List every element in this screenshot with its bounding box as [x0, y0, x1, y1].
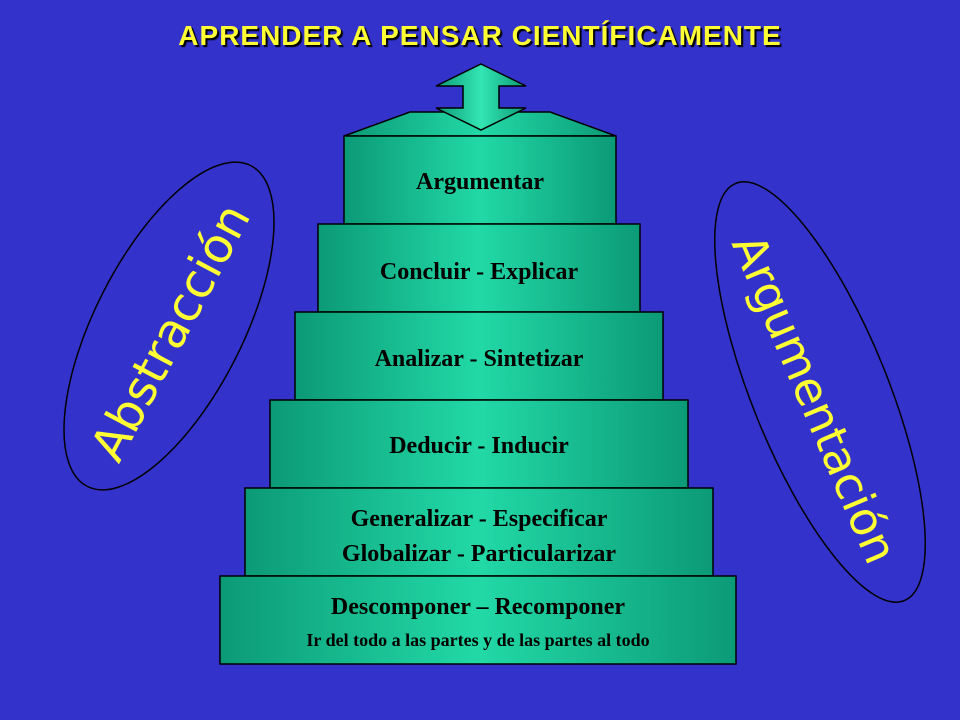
- step-box: [244, 487, 714, 577]
- step-box: [219, 575, 737, 665]
- step-label: Descomponer – Recomponer: [331, 594, 626, 620]
- step-sublabel: Ir del todo a las partes y de las partes…: [306, 630, 649, 650]
- page-title: APRENDER A PENSAR CIENTÍFICAMENTE: [178, 20, 782, 51]
- abstraction-ellipse: [63, 161, 275, 491]
- step-label: Globalizar - Particularizar: [342, 541, 616, 567]
- step-label: Generalizar - Especificar: [351, 506, 608, 532]
- step-analizar: Analizar - Sintetizar: [294, 311, 664, 401]
- step-concluir: Concluir - Explicar: [317, 223, 641, 313]
- step-box: [294, 311, 664, 401]
- step-box: [269, 399, 689, 489]
- step-box: [343, 135, 617, 225]
- step-descomponer: Descomponer – Recomponer Ir del todo a l…: [219, 575, 737, 665]
- step-label: Concluir - Explicar: [380, 259, 579, 285]
- step-box: [317, 223, 641, 313]
- step-label: Argumentar: [416, 169, 544, 195]
- step-argumentar: Argumentar: [343, 135, 617, 225]
- argumentation-ellipse: [713, 181, 927, 603]
- step-label: Deducir - Inducir: [389, 433, 569, 459]
- step-generalizar: Generalizar - Especificar Globalizar - P…: [244, 487, 714, 577]
- up-down-arrow-icon: [435, 63, 527, 131]
- argumentation-group: Argumentación: [713, 181, 927, 603]
- abstraction-label: Abstracción: [80, 195, 262, 470]
- step-label: Analizar - Sintetizar: [375, 346, 584, 372]
- step-deducir: Deducir - Inducir: [269, 399, 689, 489]
